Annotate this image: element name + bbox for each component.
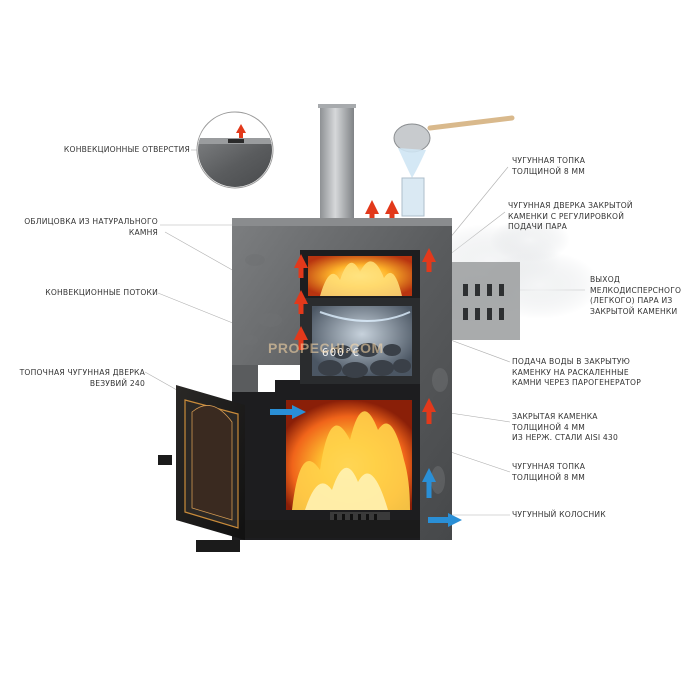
label-firebox: ЧУГУННАЯ ТОПКА ТОЛЩИНОЙ 8 ММ bbox=[512, 462, 586, 482]
magnifier-circle-icon bbox=[196, 111, 274, 189]
label-top-firebox: ЧУГУННАЯ ТОПКА ТОЛЩИНОЙ 8 ММ bbox=[512, 156, 586, 176]
label-convection-holes: КОНВЕКЦИОННЫЕ ОТВЕРСТИЯ bbox=[63, 145, 190, 154]
label-furnace-door: ТОПОЧНАЯ ЧУГУННАЯ ДВЕРКА ВЕЗУВИЙ 240 bbox=[19, 368, 145, 388]
label-water-supply: ПОДАЧА ВОДЫ В ЗАКРЫТУЮ КАМЕНКУ НА РАСКАЛ… bbox=[512, 357, 641, 387]
label-convection-flows: КОНВЕКЦИОННЫЕ ПОТОКИ bbox=[45, 288, 158, 297]
main-firebox bbox=[232, 380, 420, 540]
furnace-door bbox=[158, 385, 420, 552]
watermark: PROPECHI.COM bbox=[268, 340, 384, 356]
label-grate: ЧУГУННЫЙ КОЛОСНИК bbox=[512, 510, 606, 519]
label-natural-cladding: ОБЛИЦОВКА ИЗ НАТУРАЛЬНОГО КАМНЯ bbox=[24, 217, 158, 237]
temperature-readout: 600°C bbox=[322, 346, 361, 359]
arrow-up-red-icon-top bbox=[365, 200, 399, 220]
label-closed-heater: ЗАКРЫТАЯ КАМЕНКА ТОЛЩИНОЙ 4 ММ ИЗ НЕРЖ. … bbox=[512, 412, 618, 442]
grate bbox=[330, 512, 390, 522]
arrow-up-blue-icon bbox=[270, 405, 462, 527]
label-steam-outlet: ВЫХОД МЕЛКОДИСПЕРСНОГО (ЛЕГКОГО) ПАРА ИЗ… bbox=[590, 275, 682, 316]
arrow-up-red-icon bbox=[294, 248, 436, 424]
ladle-icon bbox=[393, 115, 515, 217]
label-heater-door: ЧУГУННАЯ ДВЕРКА ЗАКРЫТОЙ КАМЕНКИ С РЕГУЛ… bbox=[508, 201, 633, 231]
steam-outlet-panel bbox=[452, 262, 520, 340]
upper-firebox bbox=[300, 250, 420, 300]
closed-heater bbox=[300, 298, 420, 384]
